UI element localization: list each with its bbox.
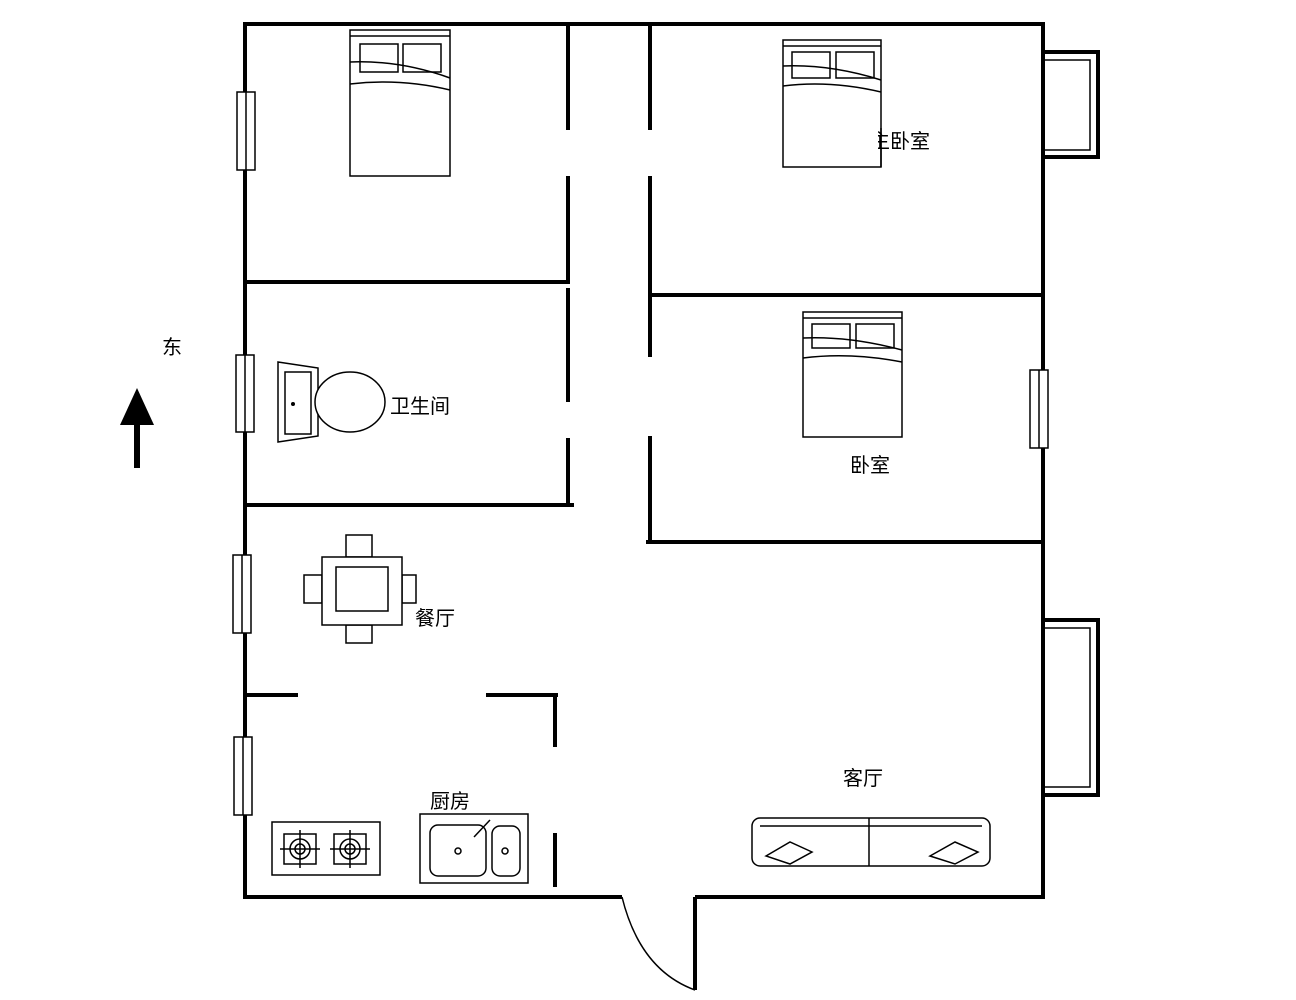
bed-3 — [802, 311, 903, 438]
room-label-bathroom: 卫生间 — [390, 394, 450, 418]
room-label-master-bedroom: 主卧室 — [870, 129, 930, 153]
toilet-icon — [277, 361, 386, 443]
compass-label: 东 — [162, 335, 182, 359]
sink-icon — [419, 813, 529, 884]
label-occlusion — [866, 128, 878, 154]
room-label-dining: 餐厅 — [415, 606, 455, 630]
dining-table-icon — [303, 534, 417, 644]
windows — [232, 50, 1100, 816]
sofa-icon — [751, 817, 991, 867]
stove-icon — [271, 821, 381, 876]
entry-door — [621, 896, 697, 991]
room-label-kitchen: 厨房 — [430, 789, 470, 813]
room-label-bedroom: 卧室 — [850, 453, 890, 477]
north-arrow-icon — [120, 388, 154, 468]
interior-walls — [243, 22, 1045, 887]
bed-2 — [782, 39, 882, 168]
bed-1 — [349, 29, 451, 177]
room-label-living: 客厅 — [843, 766, 883, 790]
